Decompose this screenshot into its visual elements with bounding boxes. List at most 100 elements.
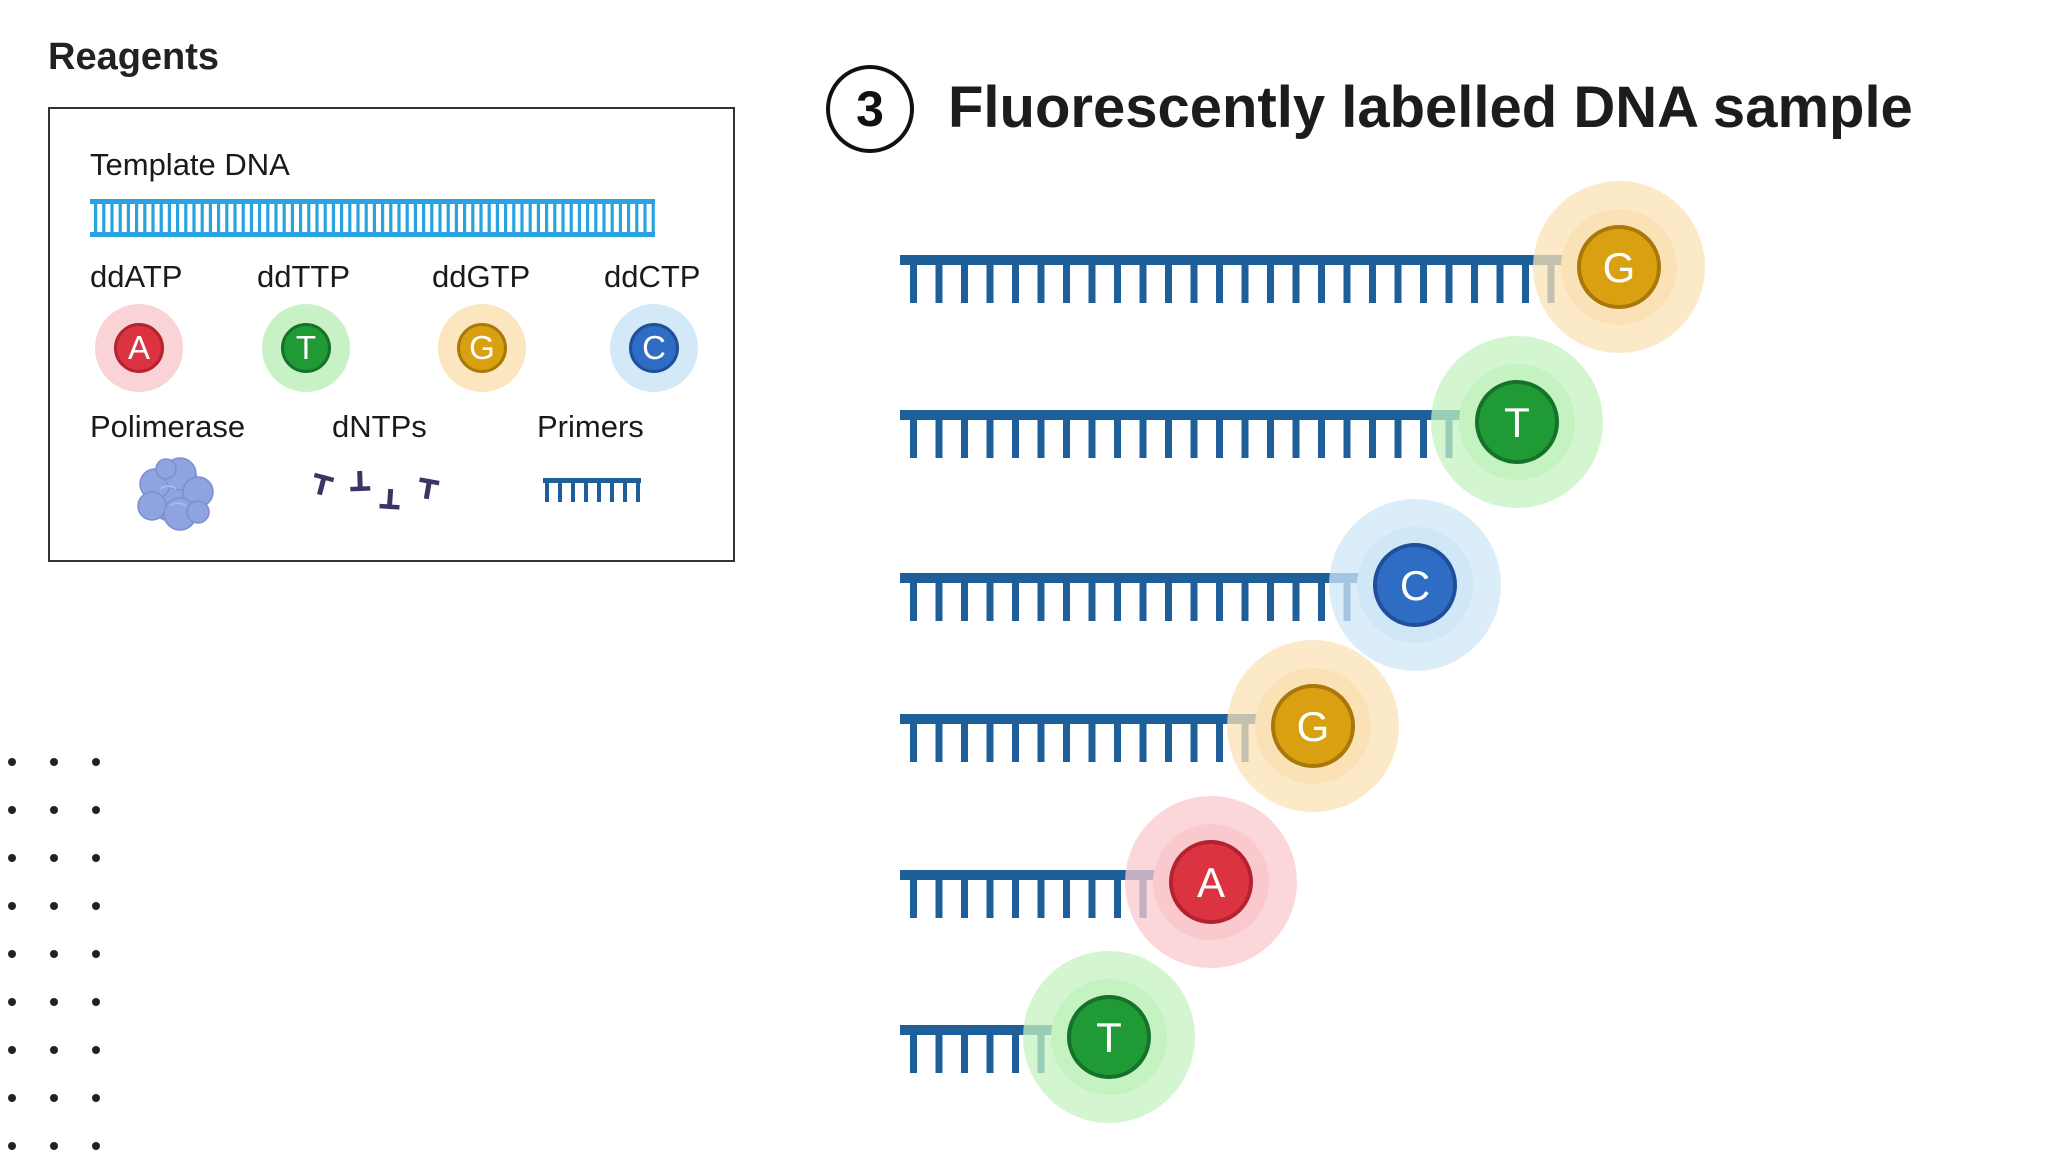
fragment-base bbox=[1420, 255, 1427, 303]
decorative-dot bbox=[92, 902, 100, 910]
template-base-pair bbox=[504, 202, 508, 234]
fragment-base bbox=[935, 714, 943, 762]
template-base-pair bbox=[266, 202, 270, 234]
fragment-base bbox=[986, 410, 994, 458]
polymerase-icon bbox=[137, 457, 214, 531]
fragment-base bbox=[1420, 410, 1427, 458]
fragment-base bbox=[1063, 870, 1070, 918]
ddntp-label-g bbox=[1577, 225, 1661, 309]
template-base-pair bbox=[627, 202, 631, 234]
ddctp-c-icon: C bbox=[610, 304, 698, 392]
template-base-pair bbox=[94, 202, 98, 234]
fragment-base bbox=[1165, 573, 1172, 621]
fragment-base bbox=[1114, 255, 1121, 303]
fragment-backbone bbox=[900, 1025, 1065, 1035]
template-base-pair bbox=[241, 202, 245, 234]
template-base-pair bbox=[528, 202, 532, 234]
fragment-base bbox=[1012, 714, 1019, 762]
fragment-base bbox=[1037, 255, 1045, 303]
decorative-dot bbox=[8, 1094, 16, 1102]
fragment-terminal-letter: A bbox=[1197, 859, 1225, 906]
fragment-base bbox=[986, 870, 994, 918]
fragment-base bbox=[910, 573, 917, 621]
decorative-dot bbox=[50, 1046, 58, 1054]
reagents-title: Reagents bbox=[48, 36, 220, 78]
decorative-dot bbox=[8, 998, 16, 1006]
fragment-base bbox=[1012, 870, 1019, 918]
fragment-base bbox=[1012, 1025, 1019, 1073]
template-base-pair bbox=[487, 202, 491, 234]
template-base-pair bbox=[135, 202, 139, 234]
fragment-base bbox=[1292, 255, 1300, 303]
fragment-base bbox=[1139, 255, 1147, 303]
primer-base bbox=[558, 478, 562, 502]
fragment-4: G bbox=[900, 640, 1399, 812]
template-base-pair bbox=[495, 202, 499, 234]
dntps-label: dNTPs bbox=[332, 409, 427, 444]
fragment-terminal-letter: G bbox=[1297, 703, 1330, 750]
decorative-dot bbox=[92, 1046, 100, 1054]
fragment-base bbox=[1037, 573, 1045, 621]
template-base-pair bbox=[167, 202, 171, 234]
fragment-base bbox=[935, 870, 943, 918]
fragment-base bbox=[1267, 573, 1274, 621]
ddctp-label: ddCTP bbox=[604, 259, 701, 294]
primer-base bbox=[597, 478, 601, 502]
decorative-dot bbox=[92, 854, 100, 862]
fragment-base bbox=[1012, 410, 1019, 458]
template-base-pair bbox=[586, 202, 590, 234]
step-number-badge: 3 bbox=[826, 65, 914, 153]
fragment-base bbox=[1114, 573, 1121, 621]
template-base-pair bbox=[143, 202, 147, 234]
fragment-2: T bbox=[900, 336, 1603, 508]
fragment-base bbox=[910, 255, 917, 303]
decorative-dot bbox=[50, 1142, 58, 1150]
fragment-base bbox=[1088, 573, 1096, 621]
decorative-dot bbox=[50, 1094, 58, 1102]
fragment-base bbox=[1445, 255, 1453, 303]
decorative-dot bbox=[50, 758, 58, 766]
fragment-base bbox=[1394, 410, 1402, 458]
template-base-pair bbox=[569, 202, 573, 234]
ddgtp-label: ddGTP bbox=[432, 259, 531, 294]
fragment-backbone bbox=[900, 714, 1269, 724]
fragment-base bbox=[1190, 714, 1198, 762]
fragment-base bbox=[1037, 870, 1045, 918]
fragment-base bbox=[1037, 714, 1045, 762]
template-base-pair bbox=[479, 202, 483, 234]
fragment-base bbox=[1063, 573, 1070, 621]
template-base-pair bbox=[299, 202, 303, 234]
template-base-pair bbox=[282, 202, 286, 234]
template-base-pair bbox=[110, 202, 114, 234]
template-base-pair bbox=[651, 202, 655, 234]
decorative-dot bbox=[50, 950, 58, 958]
template-base-pair bbox=[545, 202, 549, 234]
template-base-pair bbox=[233, 202, 237, 234]
template-base-pair bbox=[454, 202, 458, 234]
fragment-1: G bbox=[900, 181, 1705, 353]
ddntp-label-t bbox=[1475, 380, 1559, 464]
template-base-pair bbox=[258, 202, 262, 234]
fragment-base bbox=[1216, 714, 1223, 762]
fragment-base bbox=[1088, 714, 1096, 762]
ddttp-label: ddTTP bbox=[257, 259, 351, 294]
decorative-dot-grid bbox=[8, 758, 100, 1150]
fragment-base bbox=[1114, 714, 1121, 762]
decorative-dot bbox=[50, 902, 58, 910]
fragment-base bbox=[1063, 714, 1070, 762]
fragment-base bbox=[935, 573, 943, 621]
fragment-base bbox=[961, 410, 968, 458]
fragment-base bbox=[1369, 410, 1376, 458]
decorative-dot bbox=[50, 806, 58, 814]
ddntp-label-t bbox=[1067, 995, 1151, 1079]
template-base-pair bbox=[577, 202, 581, 234]
fragment-base bbox=[1343, 410, 1351, 458]
fragment-base bbox=[1394, 255, 1402, 303]
ddatp-label: ddATP bbox=[90, 259, 183, 294]
fragment-base bbox=[1088, 255, 1096, 303]
fragment-base bbox=[961, 573, 968, 621]
fragment-base bbox=[1241, 410, 1249, 458]
fragment-base bbox=[961, 714, 968, 762]
fragment-base bbox=[1318, 255, 1325, 303]
